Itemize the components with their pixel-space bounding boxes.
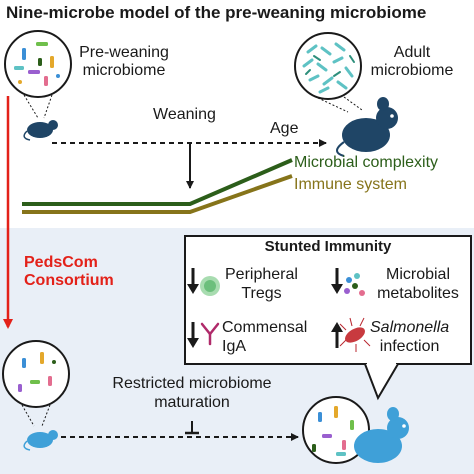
pre-weaning-label: Pre-weaning microbiome bbox=[79, 44, 169, 79]
iga-down-arrow bbox=[187, 322, 199, 348]
salmonella-up-arrow bbox=[331, 322, 343, 348]
microbial-complexity-label: Microbial complexity bbox=[294, 154, 439, 171]
iga-label: Commensal IgA bbox=[222, 319, 308, 355]
figure-title: Nine-microbe model of the pre-weaning mi… bbox=[6, 3, 427, 22]
metabolites-icon bbox=[344, 273, 365, 296]
pedscom-zoom-line bbox=[21, 404, 35, 427]
immune-system-label: Immune system bbox=[294, 176, 407, 193]
tregs-down-arrow bbox=[187, 268, 199, 294]
metabolites-label: Microbial metabolites bbox=[377, 266, 459, 302]
tregs-label: Peripheral Tregs bbox=[225, 266, 298, 302]
metabolites-down-arrow bbox=[331, 268, 343, 294]
pre-weaning-microbiome-circle bbox=[4, 30, 72, 98]
adult-microbiome-circle bbox=[294, 32, 362, 100]
pre-weaning-zoom-line bbox=[43, 94, 53, 119]
baby-mouse-top bbox=[23, 120, 58, 141]
treg-cell-icon bbox=[200, 276, 220, 296]
callout-pointer bbox=[364, 363, 399, 401]
age-label: Age bbox=[270, 120, 299, 137]
baby-mouse-pedscom bbox=[23, 430, 58, 451]
stunted-immunity-title: Stunted Immunity bbox=[264, 238, 392, 255]
stunted-immunity-box bbox=[184, 235, 472, 365]
microbial-complexity-line bbox=[22, 158, 293, 206]
iga-antibody-icon bbox=[200, 322, 220, 346]
salmonella-bacterium-icon bbox=[339, 317, 371, 352]
adult-microbiome-label: Adult microbiome bbox=[370, 44, 454, 79]
adult-zoom-line bbox=[343, 96, 363, 111]
restricted-adult-microbiome-circle bbox=[302, 396, 370, 464]
immune-system-line bbox=[22, 174, 293, 214]
pre-weaning-zoom-line bbox=[23, 94, 39, 119]
pedscom-pre-weaning-circle bbox=[2, 340, 70, 408]
weaning-label: Weaning bbox=[153, 106, 216, 123]
adult-zoom-line bbox=[317, 97, 349, 113]
pedscom-label: PedsCom Consortium bbox=[24, 254, 114, 289]
restricted-maturation-label: Restricted microbiome maturation bbox=[112, 375, 272, 411]
adult-mouse-top bbox=[336, 97, 398, 157]
salmonella-label: Salmonella infection bbox=[370, 319, 450, 355]
adult-mouse-pedscom bbox=[354, 407, 409, 463]
